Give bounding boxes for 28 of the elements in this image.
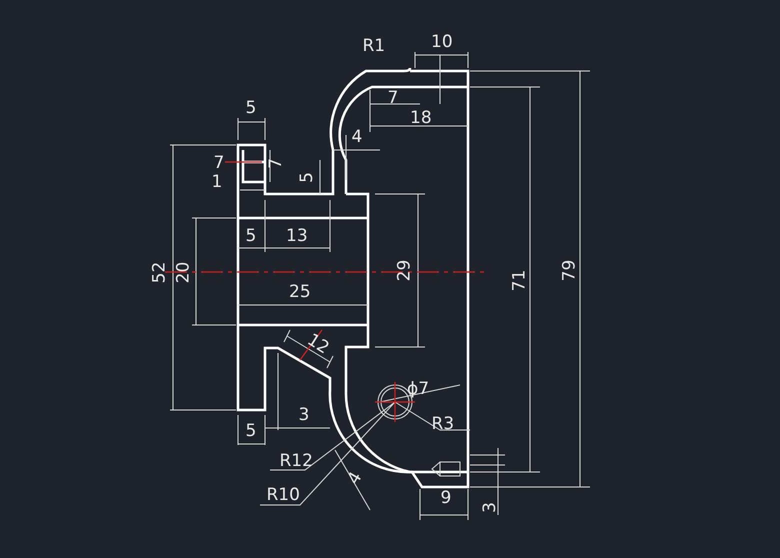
dimension-text: 29 — [396, 259, 414, 281]
dimension-text: 7 — [388, 90, 398, 106]
dimension-text: 5 — [298, 172, 316, 182]
dimension-text: 1 — [212, 174, 222, 190]
dimension-text: 5 — [246, 100, 256, 116]
dimension-text: 25 — [289, 284, 311, 300]
dimension-text: 71 — [511, 269, 528, 291]
dimension-text: 5 — [246, 228, 256, 244]
dimension-text: 10 — [431, 34, 453, 50]
dimension-text: R1 — [362, 38, 386, 54]
dimension-text: 12 — [304, 331, 332, 357]
dimension-text: 7 — [214, 154, 224, 172]
dimension-text: 79 — [561, 259, 578, 281]
dimension-text: 4 — [352, 128, 362, 146]
dimension-text: 7 — [267, 158, 284, 168]
dimension-text: 20 — [175, 261, 192, 283]
dimension-text: ϕ7 — [407, 380, 430, 398]
dimension-text: 52 — [151, 261, 168, 283]
dimension-text: 5 — [246, 422, 256, 440]
dimension-text: 4 — [344, 469, 365, 487]
dimension-text: 3 — [481, 502, 498, 512]
dimension-text: 13 — [286, 228, 308, 244]
dimension-text: R10 — [266, 486, 300, 504]
dimension-text: R3 — [432, 416, 454, 432]
dimension-text: 18 — [410, 110, 432, 126]
dimension-text: R12 — [280, 452, 313, 470]
dimension-text: 3 — [298, 406, 310, 424]
dimension-text: 9 — [440, 490, 452, 506]
